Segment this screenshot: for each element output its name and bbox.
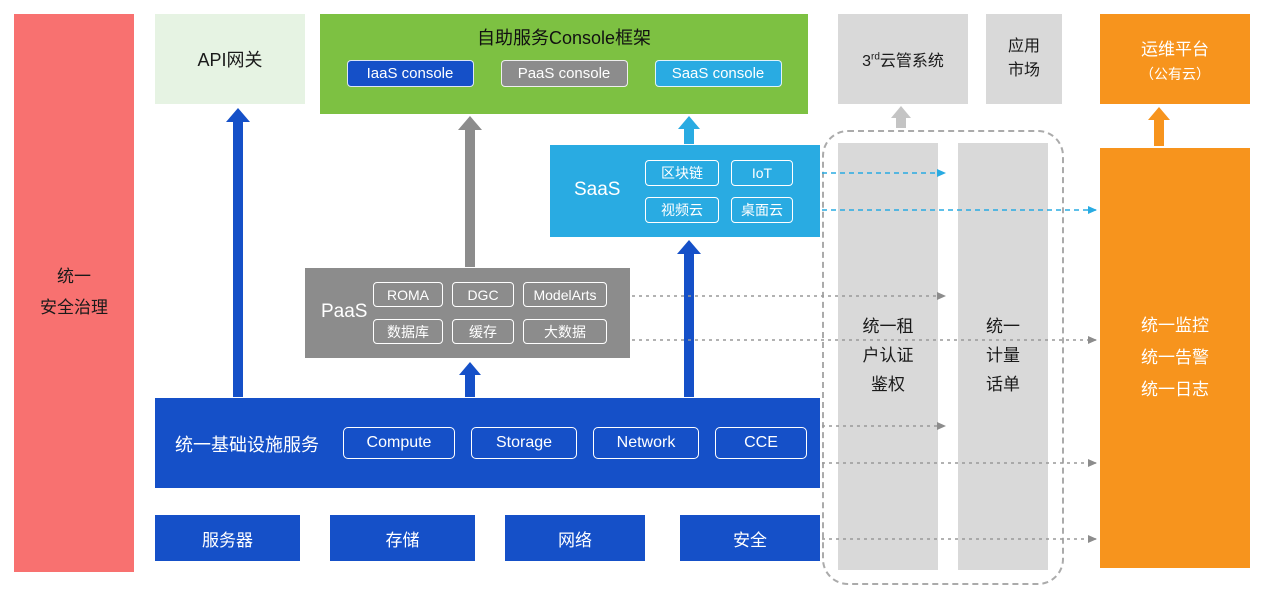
arrow-iaas-to-saas: [677, 240, 701, 397]
saas-services-grid: 区块链 IoT 视频云 桌面云: [645, 160, 793, 223]
saas-service-iot: IoT: [731, 160, 793, 186]
paas-service-cache: 缓存: [452, 319, 514, 344]
third-party-rest: 云管系统: [879, 53, 944, 70]
paas-service-modelarts: ModelArts: [523, 282, 607, 307]
iaas-panel: 统一基础设施服务 Compute Storage Network CCE: [155, 398, 820, 488]
metering-bar: 统一 计量 话单: [958, 143, 1048, 570]
console-framework-title: 自助服务Console框架: [476, 28, 652, 48]
third-party-cloud-box: 3rd云管系统: [838, 14, 968, 104]
paas-services-grid: ROMA DGC ModelArts 数据库 缓存 大数据: [373, 282, 607, 344]
third-party-sup: rd: [870, 51, 880, 63]
iaas-panel-label: 统一基础设施服务: [175, 435, 319, 455]
saas-service-video-cloud: 视频云: [645, 197, 719, 223]
monitor-alarm-log-bar: 统一监控 统一告警 统一日志: [1100, 148, 1250, 568]
saas-service-desktop-cloud: 桌面云: [731, 197, 793, 223]
saas-service-blockchain: 区块链: [645, 160, 719, 186]
api-gateway-box: API网关: [155, 14, 305, 104]
arrow-iaas-to-api-gateway: [226, 108, 250, 397]
console-framework-panel: 自助服务Console框架 IaaS console PaaS console …: [320, 14, 808, 114]
iaas-console-chip: IaaS console: [346, 60, 474, 87]
api-gateway-label: API网关: [197, 50, 263, 70]
third-party-cloud-label: 3rd云管系统: [862, 47, 944, 71]
metering-label: 统一 计量 话单: [986, 317, 1020, 394]
iaas-service-compute: Compute: [343, 427, 455, 459]
arrow-shared-to-third-party: [891, 106, 911, 128]
paas-console-chip: PaaS console: [500, 60, 628, 87]
iaas-service-network: Network: [593, 427, 699, 459]
security-governance-panel: 统一 安全治理: [14, 14, 134, 572]
third-party-num: 3: [862, 53, 871, 70]
paas-panel: PaaS ROMA DGC ModelArts 数据库 缓存 大数据: [305, 268, 630, 358]
app-market-label: 应用 市场: [1007, 38, 1040, 79]
tenant-auth-bar: 统一租 户认证 鉴权: [838, 143, 938, 570]
security-governance-label: 统一 安全治理: [40, 267, 108, 317]
arrow-iaas-to-paas: [459, 362, 481, 397]
app-market-box: 应用 市场: [986, 14, 1062, 104]
arrow-saas-to-console: [678, 116, 700, 144]
hardware-storage-box: 存储: [330, 515, 475, 561]
hardware-security-box: 安全: [680, 515, 820, 561]
paas-service-database: 数据库: [373, 319, 443, 344]
iaas-service-storage: Storage: [471, 427, 577, 459]
console-chip-row: IaaS console PaaS console SaaS console: [320, 60, 808, 87]
paas-service-dgc: DGC: [452, 282, 514, 307]
ops-platform-line1: 运维平台: [1141, 39, 1209, 59]
ops-platform-box: 运维平台 （公有云）: [1100, 14, 1250, 104]
iaas-services-row: Compute Storage Network CCE: [343, 427, 807, 459]
shared-services-dashed-container: [822, 130, 1064, 585]
arrow-monitor-to-ops: [1148, 107, 1170, 146]
hardware-network-box: 网络: [505, 515, 645, 561]
hardware-server-box: 服务器: [155, 515, 300, 561]
saas-panel: SaaS 区块链 IoT 视频云 桌面云: [550, 145, 820, 237]
ops-platform-line2: （公有云）: [1140, 65, 1210, 82]
paas-service-bigdata: 大数据: [523, 319, 607, 344]
saas-panel-label: SaaS: [574, 179, 621, 200]
tenant-auth-label: 统一租 户认证 鉴权: [862, 317, 914, 394]
paas-panel-label: PaaS: [321, 301, 368, 322]
arrow-paas-to-console: [458, 116, 482, 267]
monitor-alarm-log-label: 统一监控 统一告警 统一日志: [1141, 315, 1209, 400]
paas-service-roma: ROMA: [373, 282, 443, 307]
iaas-service-cce: CCE: [715, 427, 807, 459]
saas-console-chip: SaaS console: [654, 60, 782, 87]
